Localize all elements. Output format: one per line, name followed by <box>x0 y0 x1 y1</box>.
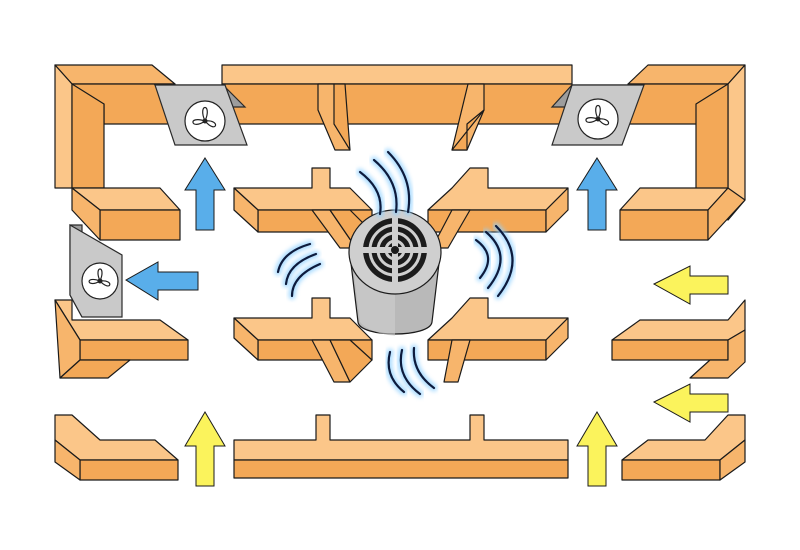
sound-wave-icon <box>356 148 413 218</box>
walls <box>54 64 746 481</box>
emission-waves <box>274 148 516 398</box>
wall-bottom-right <box>621 414 746 481</box>
exhaust-fan-icon <box>81 262 119 300</box>
partition-upper-right <box>427 167 569 249</box>
yellow-arrow-icon <box>184 411 226 487</box>
exhaust-fan-icon <box>577 98 619 140</box>
wall-top-left <box>54 64 176 189</box>
exhaust-fan-icon <box>184 100 226 142</box>
exhaust-fan-top-left <box>153 84 248 146</box>
sound-wave-icon <box>385 344 438 398</box>
wall-top-right <box>624 64 746 221</box>
wall-left-lower-block <box>54 299 189 379</box>
wall-right-lower-block <box>611 299 746 379</box>
yellow-arrow-icon <box>652 265 729 305</box>
sound-wave-icon <box>274 240 324 300</box>
wall-bottom-middle <box>233 414 569 479</box>
intake-arrows <box>184 265 729 487</box>
wall-top-middle <box>221 64 573 151</box>
exhaust-fan-left <box>69 223 123 318</box>
air-purifier-icon <box>363 218 427 282</box>
yellow-arrow-icon <box>652 383 729 423</box>
yellow-arrow-icon <box>576 411 618 487</box>
supply-arrows <box>125 157 618 301</box>
blue-arrow-icon <box>576 157 618 231</box>
wall-bottom-left <box>54 414 179 481</box>
wall-right-upper-block <box>619 187 746 241</box>
sound-wave-icon <box>472 222 516 300</box>
exhaust-fan-top-right <box>550 84 645 146</box>
blue-arrow-icon <box>125 261 199 301</box>
air-purifier <box>348 209 442 336</box>
partition-upper-left <box>233 167 373 249</box>
wall-left-upper-block <box>71 187 181 241</box>
blue-arrow-icon <box>184 157 226 231</box>
partition-lower-right <box>427 297 569 383</box>
partition-lower-left <box>233 297 373 383</box>
